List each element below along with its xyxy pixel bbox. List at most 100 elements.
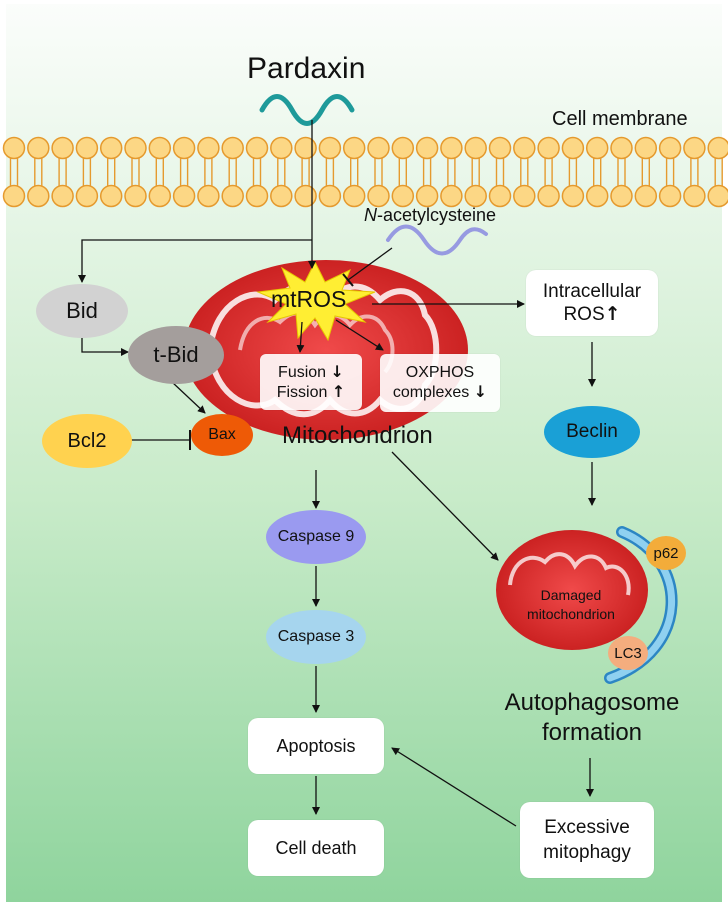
lipid-head: [464, 136, 487, 160]
lipid-head: [51, 184, 74, 208]
intracellular-ros-box: Intracellular ROS↑: [526, 270, 658, 336]
caspase-9-label: Caspase 9: [277, 528, 355, 545]
lipid-head: [610, 184, 633, 208]
lipid-head: [537, 136, 560, 160]
cell-death-box: Cell death: [248, 820, 384, 876]
lipid-head: [415, 136, 439, 160]
lipid-head: [488, 184, 512, 208]
lipid-head: [172, 184, 196, 208]
lipid-head: [318, 184, 342, 208]
intracellular-line1: Intracellular: [542, 280, 642, 302]
beclin-label: Beclin: [566, 421, 618, 442]
intracellular-row: ROS↑: [563, 303, 620, 326]
n-acetylcysteine-wave: [386, 224, 488, 256]
bax-node: Bax: [191, 414, 253, 456]
lipid-head: [634, 136, 658, 160]
lipid-head: [537, 184, 560, 208]
lipid-head: [513, 136, 536, 160]
oxphos-down-arrow: ↓: [473, 382, 488, 401]
lipid-head: [2, 184, 26, 208]
mtros-burst: [256, 260, 376, 342]
t-bid-node: t-Bid: [128, 326, 224, 384]
lipid-head: [148, 136, 172, 160]
bax-label: Bax: [208, 426, 236, 443]
beclin-node: Beclin: [544, 406, 640, 458]
caspase-9-node: Caspase 9: [266, 510, 366, 564]
lipid-head: [124, 184, 147, 208]
lipid-head: [124, 136, 147, 160]
lipid-head: [2, 136, 26, 160]
lipid-head: [245, 184, 269, 208]
autophagosome-line2: formation: [541, 719, 643, 746]
lipid-head: [75, 136, 99, 160]
mtros-label: mtROS: [271, 286, 347, 312]
oxphos-line1: OXPHOS: [405, 364, 475, 381]
lipid-head: [561, 136, 585, 160]
lipid-head: [51, 136, 74, 160]
damaged-mitochondrion: [496, 530, 648, 650]
lipid-head: [342, 136, 366, 160]
lipid-head: [585, 136, 609, 160]
cell-membrane: [2, 136, 728, 208]
lipid-head: [99, 184, 123, 208]
fusion-fission-box: Fusion ↓ Fission ↑: [260, 354, 362, 410]
lipid-head: [367, 136, 390, 160]
caspase-3-node: Caspase 3: [266, 610, 366, 664]
oxphos-box: OXPHOS complexes ↓: [380, 354, 500, 412]
lipid-head: [342, 184, 366, 208]
apoptosis-box: Apoptosis: [248, 718, 384, 774]
lipid-head: [464, 184, 487, 208]
lipid-head: [367, 184, 390, 208]
lipid-head: [634, 184, 658, 208]
lipid-head: [683, 184, 706, 208]
lipid-head: [294, 136, 317, 160]
lipid-head: [707, 136, 728, 160]
fission-label: Fission: [276, 384, 328, 401]
lc3-node: LC3: [608, 636, 648, 670]
lipid-head: [318, 136, 342, 160]
lipid-head: [197, 136, 220, 160]
lipid-head: [440, 184, 463, 208]
lipid-head: [391, 136, 415, 160]
lipid-head: [415, 184, 439, 208]
autophagosome-formation-label: Autophagosome formation: [482, 688, 702, 748]
lipid-head: [75, 184, 99, 208]
mitochondrion-label: Mitochondrion: [282, 422, 433, 449]
lipid-head: [294, 184, 317, 208]
excessive-mitophagy-box: Excessive mitophagy: [520, 802, 654, 878]
cell-death-label: Cell death: [275, 837, 357, 858]
autophagosome-line1: Autophagosome: [504, 689, 680, 716]
bid-node: Bid: [36, 284, 128, 338]
lipid-head: [27, 136, 50, 160]
excessive-line1: Excessive: [544, 817, 630, 838]
lc3-label: LC3: [614, 644, 642, 662]
lipid-head: [148, 184, 172, 208]
n-acetylcysteine-label: N-acetylcysteine: [364, 205, 496, 226]
lipid-head: [197, 184, 220, 208]
lipid-head: [27, 184, 50, 208]
lipid-head: [658, 136, 682, 160]
lipid-head: [245, 136, 269, 160]
lipid-head: [99, 136, 123, 160]
pardaxin-label: Pardaxin: [247, 52, 366, 85]
damaged-mitochondrion-label: Damaged mitochondrion: [510, 586, 632, 624]
n-acetylcysteine-rest: -acetylcysteine: [377, 205, 497, 225]
oxphos-row: complexes ↓: [393, 382, 487, 402]
bid-label: Bid: [66, 298, 98, 323]
lipid-head: [172, 136, 196, 160]
lipid-head: [221, 184, 244, 208]
oxphos-line2: complexes: [392, 384, 470, 401]
lipid-head: [707, 184, 728, 208]
fission-row: Fission ↑: [277, 382, 346, 402]
lipid-head: [488, 136, 512, 160]
damaged-line2: mitochondrion: [527, 606, 615, 622]
lipid-head: [221, 136, 244, 160]
n-italic: N: [364, 205, 377, 225]
bcl2-node: Bcl2: [42, 414, 132, 468]
excessive-line2: mitophagy: [543, 842, 631, 863]
fusion-down-arrow: ↓: [330, 362, 344, 381]
lipid-head: [391, 184, 415, 208]
fission-up-arrow: ↑: [331, 382, 346, 401]
fusion-row: Fusion ↓: [278, 362, 344, 382]
pardaxin-wave: [259, 94, 355, 126]
